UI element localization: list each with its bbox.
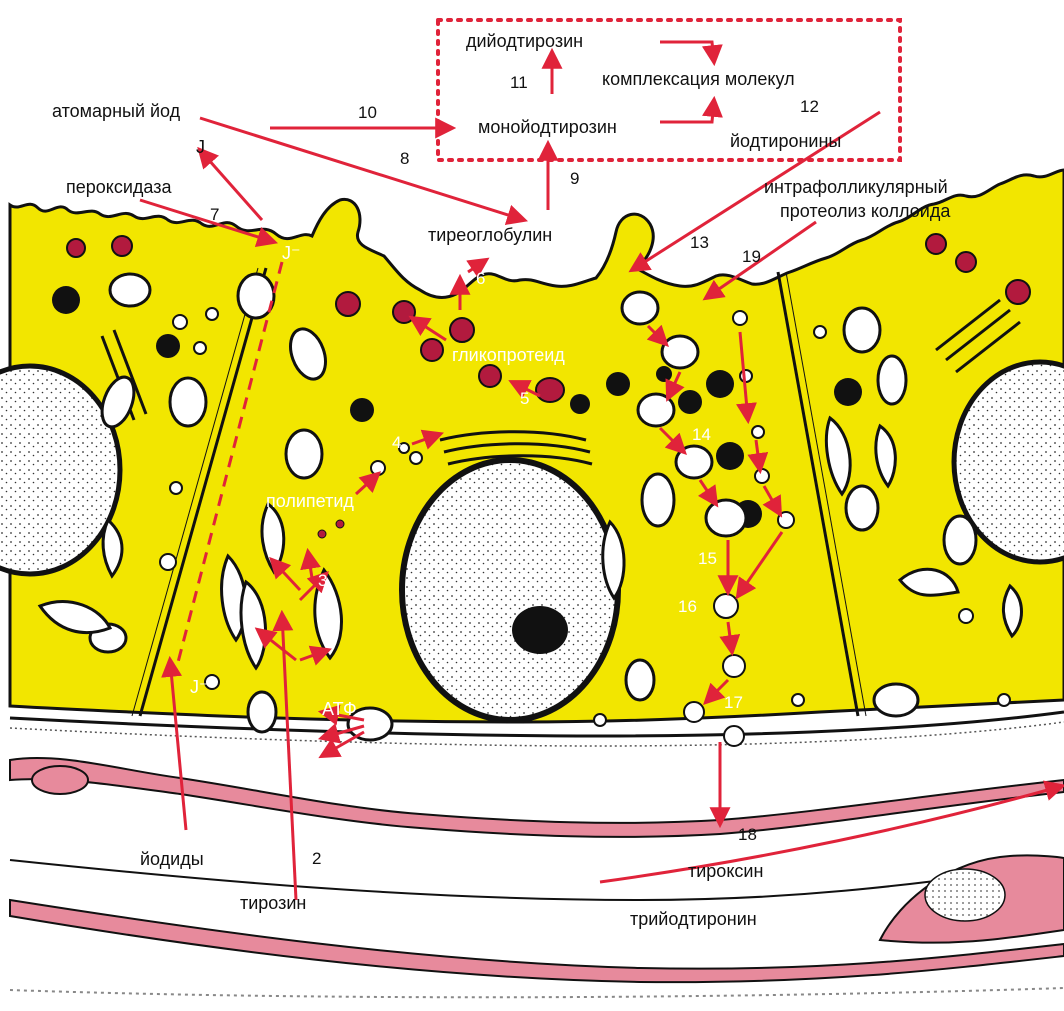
step-number-16: 16 (678, 598, 697, 615)
step-number-15: 15 (698, 550, 717, 567)
label-thyroglobulin: тиреоглобулин (428, 226, 552, 244)
step-number-5: 5 (520, 390, 529, 407)
label-intrafollicular: интрафолликулярный (764, 178, 948, 196)
step-number-3: 3 (318, 572, 327, 589)
red-cell (32, 766, 88, 794)
label-iodide-bottom: J⁻ (190, 678, 209, 696)
label-peroxidase: пероксидаза (66, 178, 172, 196)
step-number-1: 1 (208, 752, 217, 769)
step-number-6: 6 (476, 270, 485, 287)
step-number-18: 18 (738, 826, 757, 843)
label-molecule-complexation: комплексация молекул (602, 70, 795, 88)
step-number-17: 17 (724, 694, 743, 711)
label-colloid-proteolysis: протеолиз коллоида (780, 202, 950, 220)
label-glycoprotein: гликопротеид (452, 346, 565, 364)
step-number-12: 12 (800, 98, 819, 115)
step-number-9: 9 (570, 170, 579, 187)
label-monoiodotyrosine: монойодтирозин (478, 118, 617, 136)
step-number-11: 11 (510, 74, 528, 91)
label-iodide-top: J⁻ (282, 244, 301, 262)
label-atomic-iodine: атомарный йод (52, 102, 180, 120)
nucleus-center (402, 460, 618, 720)
step-number-2: 2 (312, 850, 321, 867)
label-iodides: йодиды (140, 850, 204, 868)
label-iodothyronines: йодтиронины (730, 132, 841, 150)
step-number-10: 10 (358, 104, 377, 121)
label-iodine-j: J (196, 138, 205, 156)
step-number-19: 19 (742, 248, 761, 265)
step-number-7: 7 (210, 206, 219, 223)
nucleolus (512, 606, 568, 654)
step-number-4: 4 (392, 434, 401, 451)
step-number-8: 8 (400, 150, 409, 167)
label-tyrosine: тирозин (240, 894, 306, 912)
step-number-13: 13 (690, 234, 709, 251)
step-number-14: 14 (692, 426, 711, 443)
label-polypeptide: полипетид (266, 492, 354, 510)
label-atp: АТФ (322, 700, 357, 718)
label-triiodothyronine: трийодтиронин (630, 910, 757, 928)
label-diiodotyrosine: дийодтирозин (466, 32, 583, 50)
label-thyroxine: тироксин (688, 862, 763, 880)
